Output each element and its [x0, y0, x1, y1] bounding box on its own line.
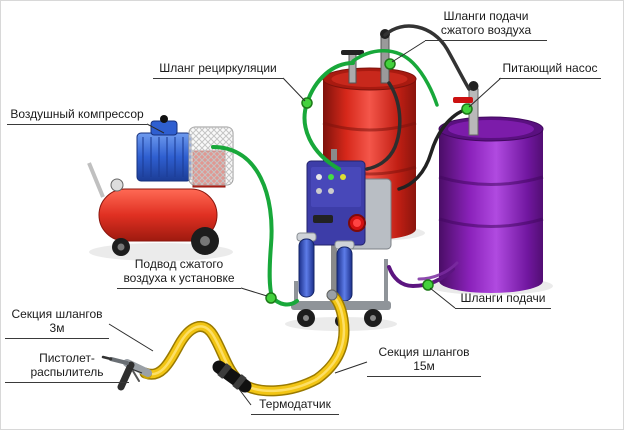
label-air-compressor: Воздушный компрессор — [7, 107, 147, 125]
hose-red-pump-to-unit — [365, 81, 402, 171]
hose-purple-pump-to-unit — [397, 107, 469, 191]
hose-supply-b — [417, 261, 459, 281]
label-air-supply-hoses: Шланги подачи сжатого воздуха — [425, 9, 547, 41]
thermal-sensor-graphic — [212, 360, 252, 393]
hose-air-top-black — [383, 24, 471, 91]
red-barrel-pump — [341, 29, 390, 84]
label-supply-hoses: Шланги подачи — [455, 291, 551, 309]
label-spray-gun: Пистолет-распылитель — [5, 351, 129, 383]
label-hose-section-3m: Секция шлангов 3м — [5, 307, 109, 339]
purple-barrel — [438, 116, 544, 293]
label-feed-pump: Питающий насос — [499, 61, 601, 79]
label-hose-section-15m: Секция шлангов 15м — [367, 345, 481, 377]
spray-gun-graphic — [101, 355, 152, 391]
hose-air-top-green — [351, 49, 439, 107]
hose-supply-a — [387, 265, 455, 289]
leader-lines — [108, 40, 502, 406]
hose-air-inlet — [211, 145, 274, 299]
label-thermal-sensor: Термодатчик — [251, 397, 339, 415]
junction-marker — [422, 279, 434, 291]
label-recirculation-hose: Шланг рециркуляции — [153, 61, 283, 79]
air-compressor-graphic — [87, 115, 234, 256]
junction-marker — [265, 292, 277, 304]
label-air-inlet: Подвод сжатого воздуха к установке — [117, 257, 241, 289]
